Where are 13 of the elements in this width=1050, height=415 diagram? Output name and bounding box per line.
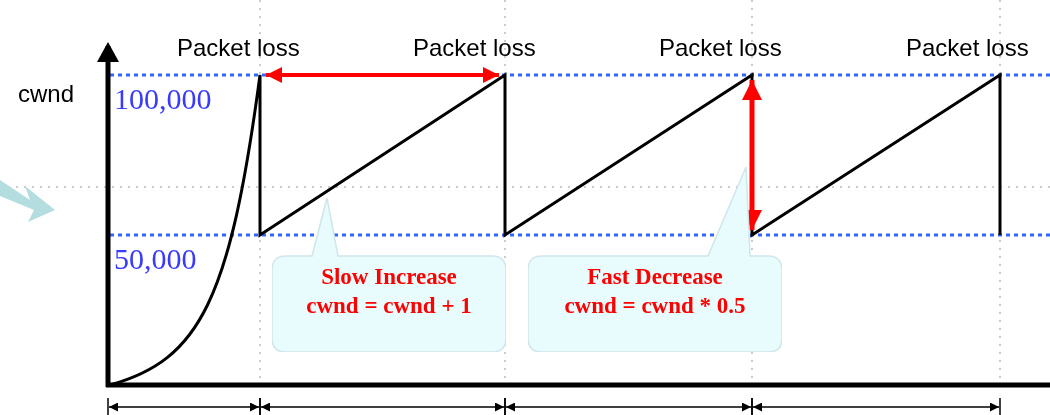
- callout-heading: Fast Decrease: [586, 263, 724, 291]
- axis-label: cwnd: [18, 82, 75, 106]
- callout-bubble: [528, 165, 782, 352]
- tick-label: 100,000: [114, 84, 212, 114]
- event-label: Packet loss: [177, 36, 300, 60]
- event-label: Packet loss: [906, 36, 1029, 60]
- callout-heading: Slow Increase: [320, 263, 458, 291]
- event-label: Packet loss: [659, 36, 782, 60]
- callout-bubble: [272, 196, 506, 352]
- formula-text: cwnd = cwnd * 0.5: [563, 292, 747, 320]
- tick-label: 50,000: [114, 244, 197, 274]
- event-label: Packet loss: [413, 36, 536, 60]
- formula-text: cwnd = cwnd + 1: [305, 292, 473, 320]
